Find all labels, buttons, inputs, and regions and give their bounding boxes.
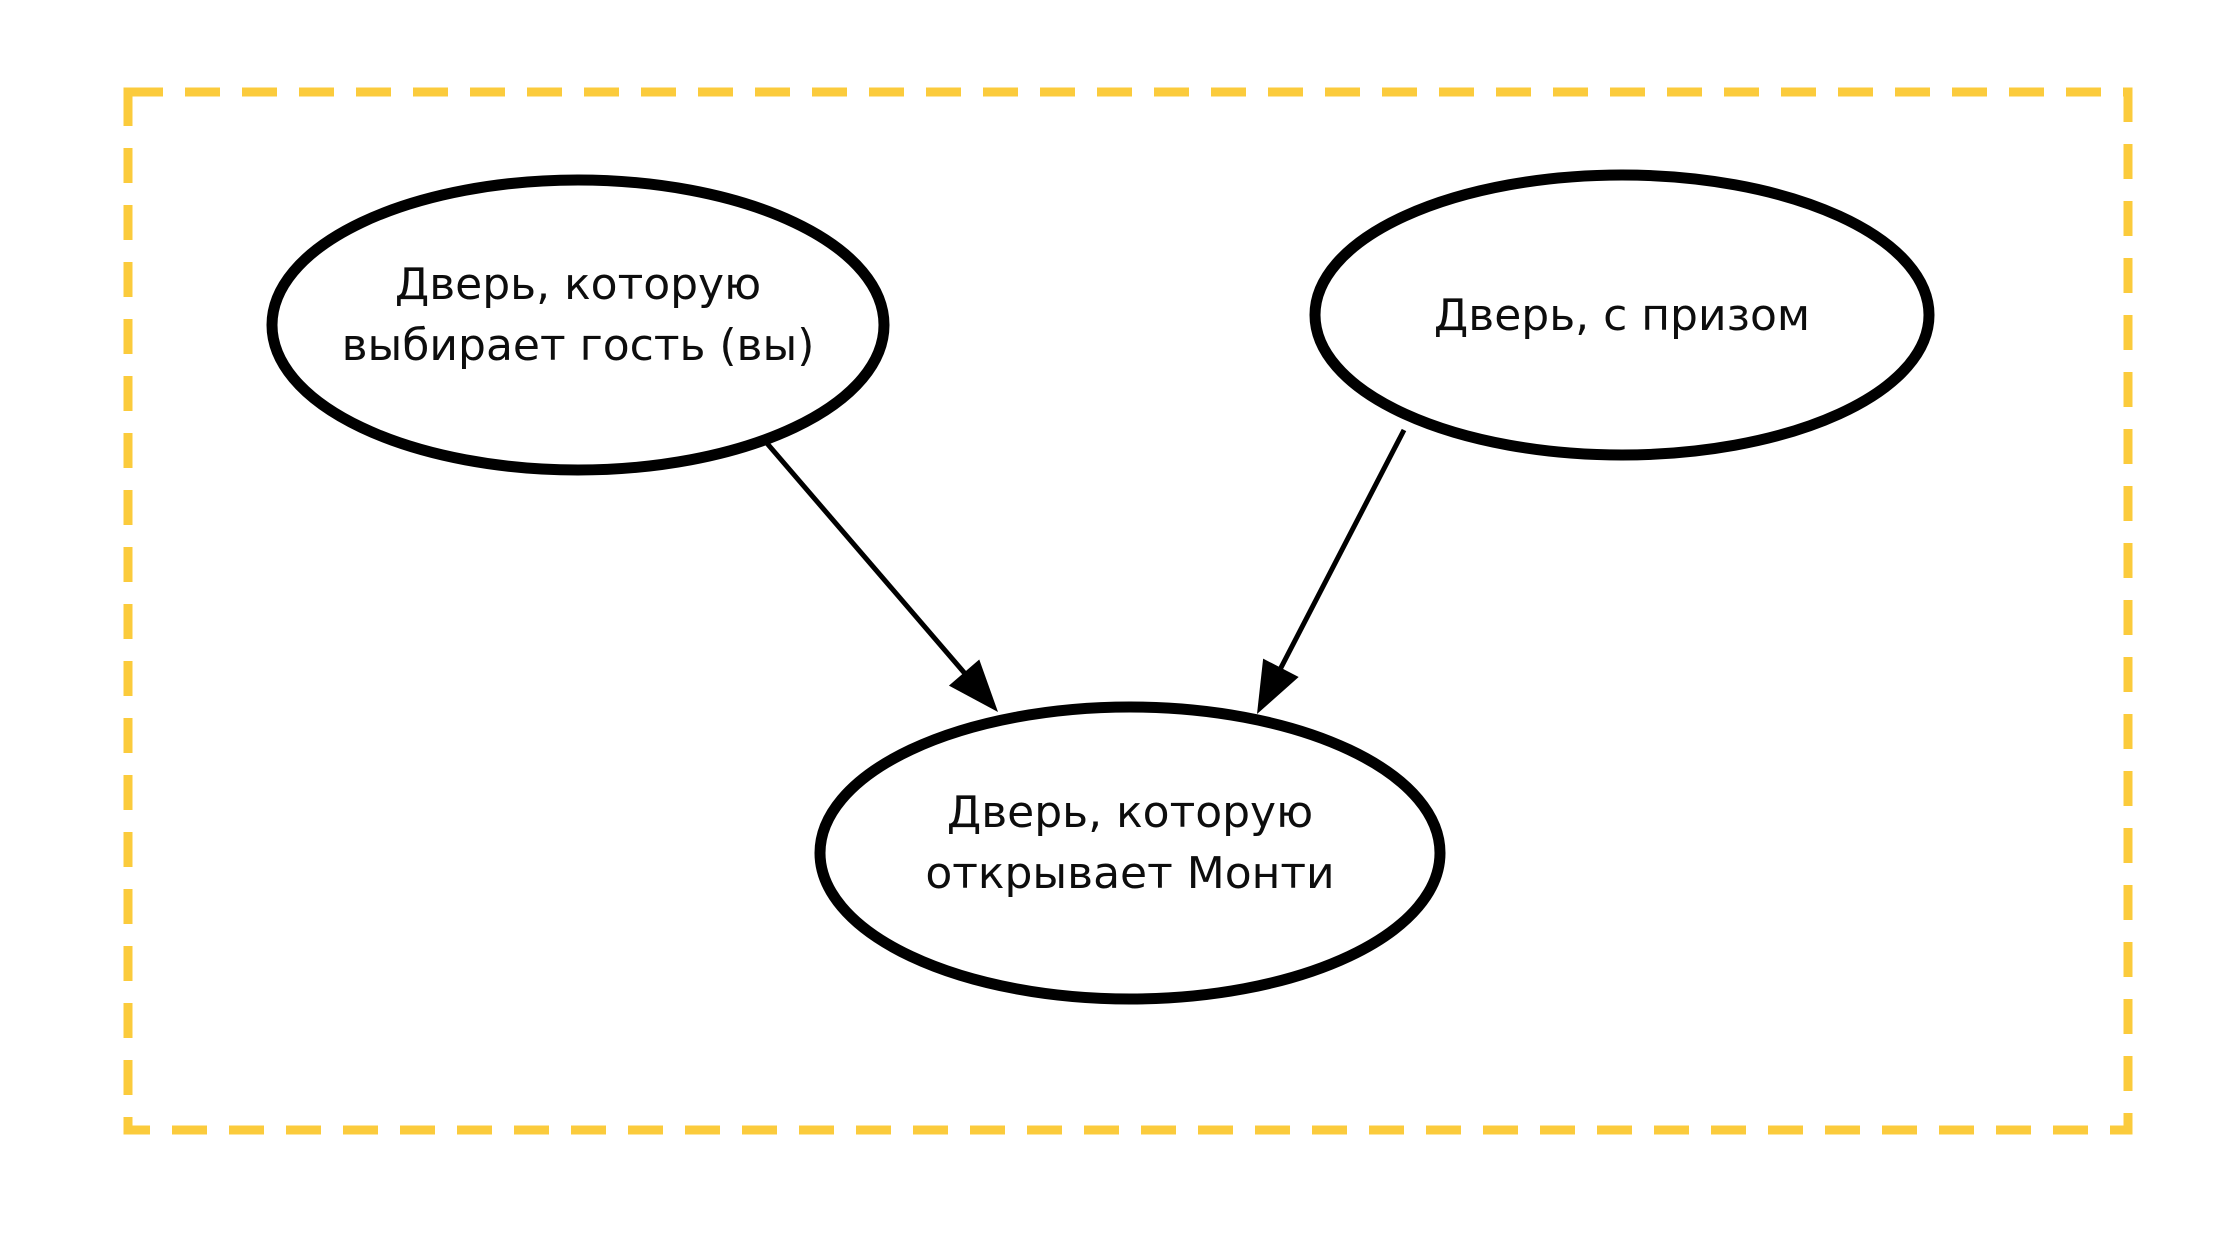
node-chosen-door-label-line2: выбирает гость (вы)	[342, 320, 815, 371]
dashed-boundary-frame	[123, 87, 2133, 1135]
node-prize-door-label-line1: Дверь, с призом	[1434, 290, 1810, 341]
node-monty-door[interactable]: Дверь, которую открывает Монти	[814, 701, 1446, 1005]
node-monty-door-outline	[814, 701, 1446, 1005]
node-monty-door-label-line1: Дверь, которую	[947, 787, 1313, 838]
arrowhead-prize-to-monty	[1257, 658, 1299, 714]
node-prize-door-outline	[1309, 169, 1935, 461]
node-prize-door[interactable]: Дверь, с призом	[1309, 169, 1935, 461]
node-monty-door-label-line2: открывает Монти	[925, 848, 1334, 899]
node-chosen-door-label-line1: Дверь, которую	[395, 259, 761, 310]
node-chosen-door-outline	[266, 174, 890, 476]
arrowhead-chosen-to-monty	[948, 659, 998, 712]
node-chosen-door[interactable]: Дверь, которую выбирает гость (вы)	[266, 174, 890, 476]
edge-prize-to-monty	[1257, 428, 1407, 714]
edge-line-chosen-to-monty	[763, 439, 976, 685]
edge-line-prize-to-monty	[1272, 428, 1407, 682]
edge-chosen-to-monty	[763, 439, 998, 712]
